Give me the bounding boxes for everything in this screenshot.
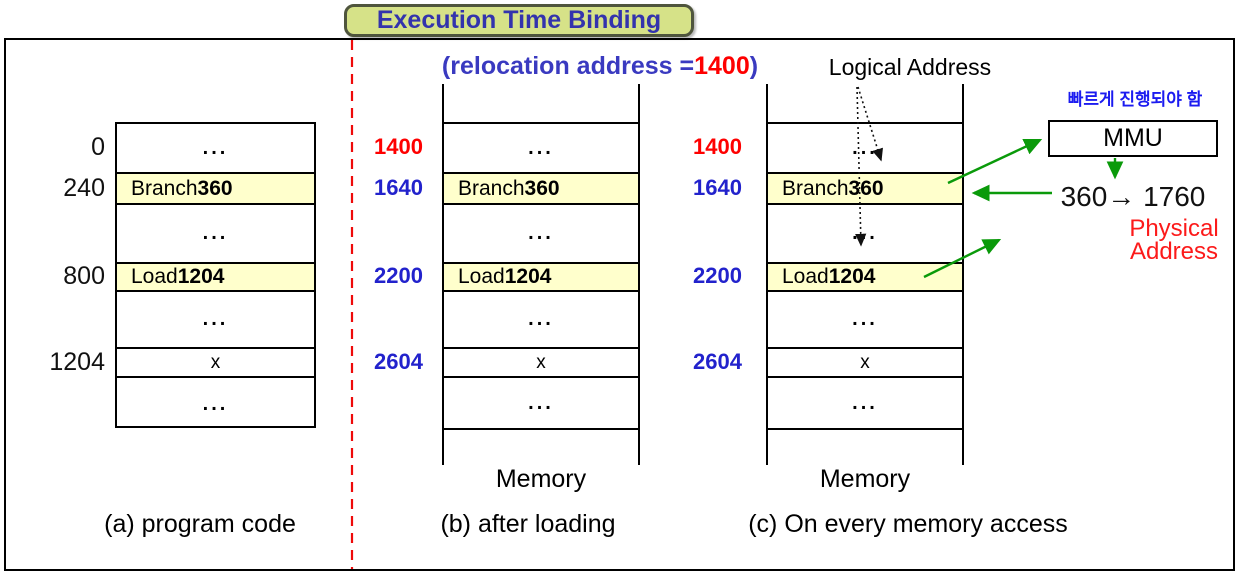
korean-note: 빠르게 진행되야 함 [1067, 89, 1203, 109]
addr-c-1400: 1400 [693, 134, 742, 159]
page-title: Execution Time Binding [376, 6, 662, 34]
address-translation: 360→ 1760 [1060, 181, 1206, 212]
relocation-suffix: ) [749, 51, 759, 80]
row-dots: ... [117, 205, 314, 264]
addr-a-800: 800 [63, 261, 105, 290]
row-branch: Branch 360 [117, 174, 314, 205]
row-dots: ... [444, 122, 638, 172]
caption-c: (c) On every memory access [748, 509, 1068, 538]
logical-address-label: Logical Address [828, 53, 992, 80]
row-dots: ... [444, 376, 638, 428]
memory-rows-b: ... Branch 360 ... Load 1204 ... x ... [444, 122, 638, 430]
row-dots: ... [444, 203, 638, 262]
addr-c-2604: 2604 [693, 349, 742, 374]
program-code-box: ... Branch 360 ... Load 1204 ... x ... [115, 122, 316, 428]
row-x: x [768, 347, 962, 376]
memory-label-b: Memory [495, 464, 587, 493]
addr-b-1400: 1400 [374, 134, 423, 159]
row-dots: ... [768, 122, 962, 172]
memory-strip-b: ... Branch 360 ... Load 1204 ... x ... [442, 84, 640, 465]
relocation-prefix: (relocation address = [441, 51, 695, 80]
addr-a-240: 240 [63, 173, 105, 202]
memory-rows-c: ... Branch 360 ... Load 1204 ... x ... [768, 122, 962, 430]
divider [768, 428, 962, 430]
row-dots: ... [768, 203, 962, 262]
physical-address-line1: Physical [1129, 215, 1219, 242]
relocation-note: (relocation address = 1400) [400, 51, 800, 81]
content-frame [4, 38, 1235, 571]
row-dots: ... [202, 392, 229, 415]
row-x: x [444, 347, 638, 376]
row-x: x [117, 349, 314, 378]
divider [444, 428, 638, 430]
mmu-box: MMU [1048, 120, 1218, 157]
row-dots: ... [768, 376, 962, 428]
memory-strip-c: ... Branch 360 ... Load 1204 ... x ... [766, 84, 964, 465]
row-dots: ... [117, 124, 314, 174]
addr-b-2604: 2604 [374, 349, 423, 374]
row-dots: ... [768, 290, 962, 347]
addr-b-1640: 1640 [374, 175, 423, 200]
addr-b-2200: 2200 [374, 263, 423, 288]
physical-address-line2: Address [1129, 238, 1219, 265]
title-box: Execution Time Binding [344, 4, 694, 37]
row-branch: Branch 360 [444, 172, 638, 203]
row-dots: ... [117, 292, 314, 349]
row-load: Load 1204 [444, 262, 638, 290]
caption-a: (a) program code [104, 509, 296, 538]
row-load: Load 1204 [117, 264, 314, 292]
caption-b: (b) after loading [440, 509, 616, 538]
mmu-label: MMU [1103, 124, 1163, 152]
addr-c-2200: 2200 [693, 263, 742, 288]
row-load: Load 1204 [768, 262, 962, 290]
addr-c-1640: 1640 [693, 175, 742, 200]
memory-label-c: Memory [819, 464, 911, 493]
row-branch: Branch 360 [768, 172, 962, 203]
relocation-value: 1400 [694, 51, 750, 80]
addr-a-1204: 1204 [49, 347, 105, 376]
physical-address-label: Physical Address [1128, 215, 1220, 265]
row-dots: ... [444, 290, 638, 347]
addr-a-0: 0 [91, 132, 105, 161]
